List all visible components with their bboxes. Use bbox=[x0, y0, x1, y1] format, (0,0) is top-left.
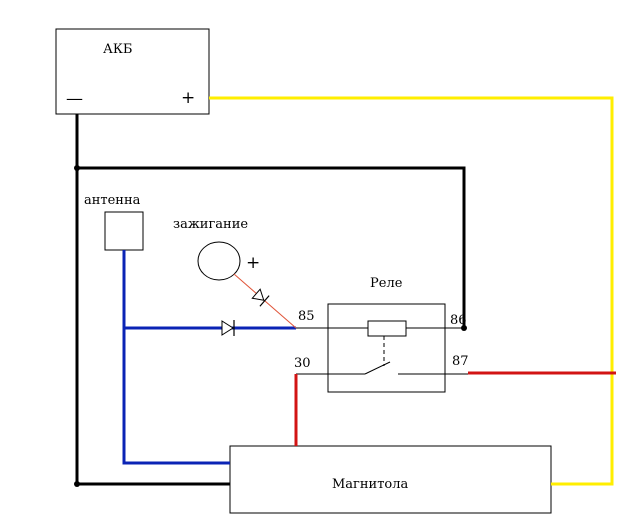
relay-box bbox=[327, 303, 446, 393]
relay-coil bbox=[367, 320, 407, 337]
pin-87-label: 87 bbox=[452, 354, 469, 369]
battery-plus-label: + bbox=[181, 88, 196, 108]
battery-label: АКБ bbox=[103, 42, 133, 57]
antenna-wire-to-head-unit bbox=[122, 250, 230, 465]
ground-wire-to-relay-86 bbox=[77, 166, 466, 328]
pin-30-label: 30 bbox=[294, 356, 311, 371]
ground-junction-bottom bbox=[74, 481, 80, 487]
ignition-diode-icon bbox=[251, 288, 270, 307]
antenna-box bbox=[104, 211, 144, 251]
relay-label: Реле bbox=[370, 276, 403, 291]
battery-box bbox=[55, 28, 210, 115]
pin-85-label: 85 bbox=[298, 309, 315, 324]
ignition-plus-label: + bbox=[246, 253, 261, 273]
pin-86-label: 86 bbox=[450, 313, 467, 328]
relay-switch-blade bbox=[364, 361, 391, 375]
diode-icon bbox=[221, 320, 235, 336]
head-unit-label: Магнитола bbox=[332, 477, 409, 492]
ignition-label: зажигание bbox=[173, 217, 249, 232]
positive-wire bbox=[209, 96, 614, 486]
ignition-switch bbox=[197, 241, 241, 281]
ground-junction-top bbox=[74, 165, 80, 171]
battery-minus-label: — bbox=[66, 89, 83, 109]
head-unit-box bbox=[229, 445, 552, 514]
antenna-label: антенна bbox=[84, 193, 141, 208]
